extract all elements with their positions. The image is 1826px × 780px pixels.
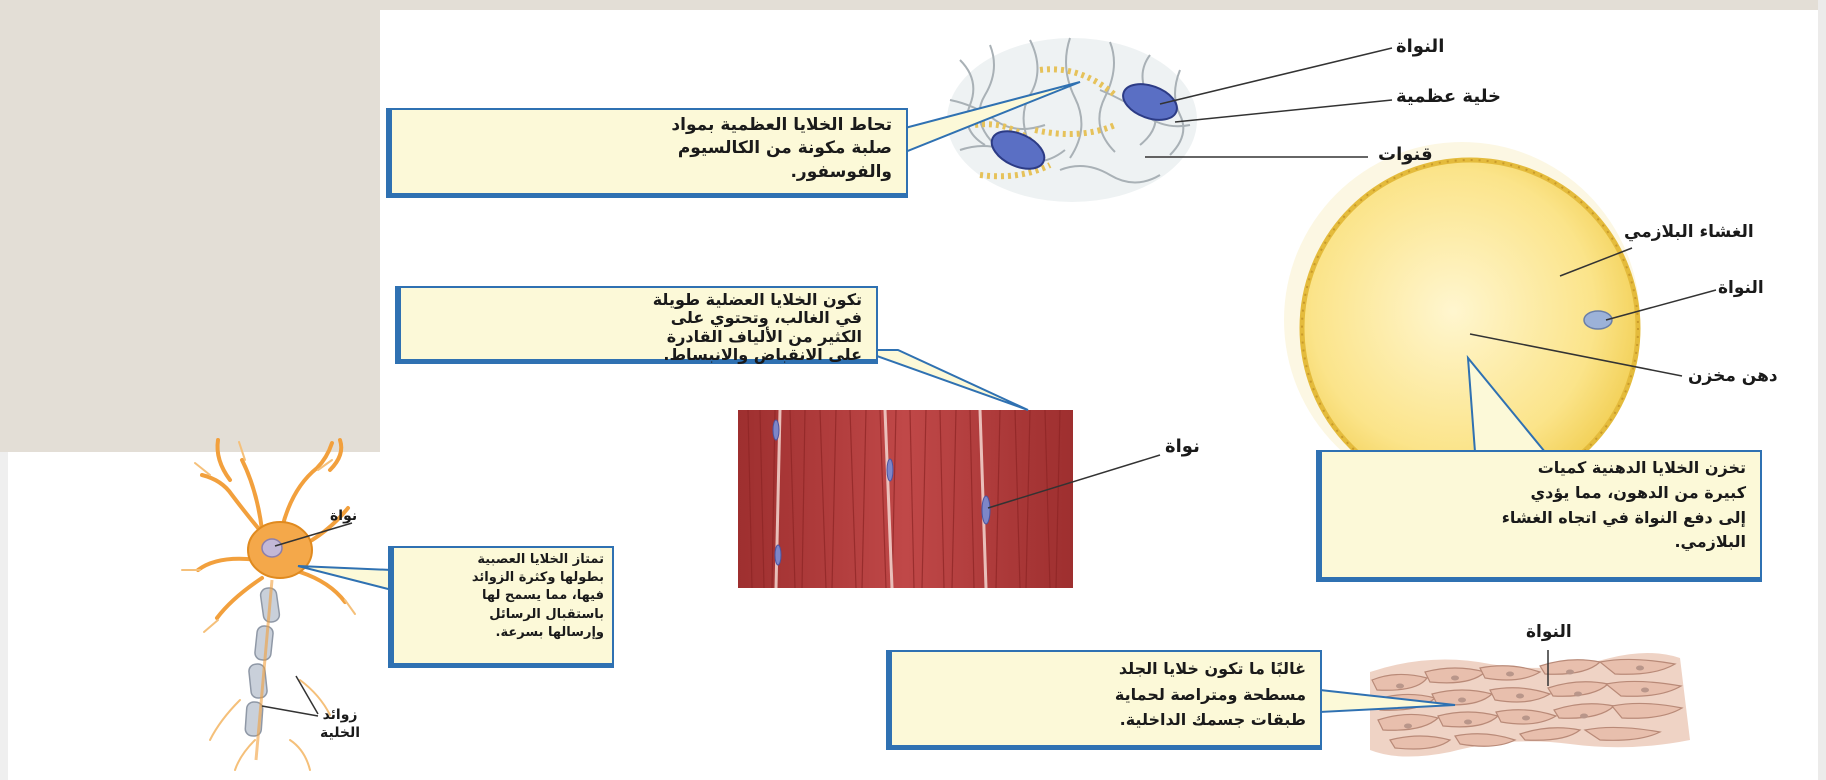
stored-fat-label: دهن مخزن bbox=[1688, 366, 1778, 386]
fat-callout: تخزن الخلايا الدهنية كميات كبيرة من الده… bbox=[1316, 450, 1762, 582]
fat-droplet bbox=[1302, 160, 1638, 496]
nerve-nucleus-label: نواة bbox=[330, 508, 357, 524]
nerve-callout: تمتاز الخلايا العصبية بطولها وكثرة الزوا… bbox=[388, 546, 614, 668]
bone-canals-label: قنوات bbox=[1378, 144, 1433, 165]
bone-callout: تحاط الخلايا العظمية بمواد صلبة مكونة من… bbox=[386, 108, 908, 198]
fat-callout-line: كبيرة من الدهون، مما يؤدي bbox=[1330, 481, 1746, 506]
bone-nucleus-label: النواة bbox=[1396, 36, 1444, 57]
muscle-callout-pointer bbox=[860, 350, 1028, 410]
cell-processes-label-line2: الخلية bbox=[320, 724, 360, 742]
muscle-callout-line: على الانقباض والانبساط. bbox=[409, 346, 862, 364]
muscle-callout: تكون الخلايا العضلية طويلة في الغالب، وت… bbox=[395, 286, 878, 364]
muscle-callout-line: تكون الخلايا العضلية طويلة bbox=[409, 291, 862, 309]
fat-callout-line: إلى دفع النواة في اتجاه الغشاء bbox=[1330, 506, 1746, 531]
nerve-callout-line: تمتاز الخلايا العصبية bbox=[398, 551, 604, 569]
muscle-callout-line: الكثير من الألياف القادرة bbox=[409, 328, 862, 346]
nerve-callout-line: وإرسالها بسرعة. bbox=[398, 624, 604, 642]
bone-cell-label: خلية عظمية bbox=[1396, 86, 1501, 107]
fat-nucleus-label: النواة bbox=[1718, 278, 1764, 298]
muscle-nucleus-label: نواة bbox=[1165, 436, 1200, 457]
axon-myelin bbox=[245, 587, 280, 736]
fat-callout-line: تخزن الخلايا الدهنية كميات bbox=[1330, 456, 1746, 481]
cell-processes-label-line1: زوائد bbox=[320, 706, 360, 724]
skin-nucleus-label: النواة bbox=[1526, 622, 1572, 642]
fat-callout-line: البلازمي. bbox=[1330, 530, 1746, 555]
bone-callout-line: والفوسفور. bbox=[400, 161, 892, 184]
nerve-callout-line: باستقبال الرسائل bbox=[398, 606, 604, 624]
skin-callout-line: مسطحة ومتراصة لحماية bbox=[900, 682, 1306, 708]
plasma-membrane-label: الغشاء البلازمي bbox=[1624, 222, 1754, 242]
fat-cell-illustration bbox=[1284, 142, 1640, 498]
skin-callout-line: طبقات جسمك الداخلية. bbox=[900, 707, 1306, 733]
skin-callout: غالبًا ما تكون خلايا الجلد مسطحة ومتراصة… bbox=[886, 650, 1322, 750]
bone-callout-line: صلبة مكونة من الكالسيوم bbox=[400, 137, 892, 160]
nerve-callout-line: بطولها وكثرة الزوائد bbox=[398, 569, 604, 587]
bone-callout-line: تحاط الخلايا العظمية بمواد bbox=[400, 114, 892, 137]
muscle-callout-line: في الغالب، وتحتوي على bbox=[409, 309, 862, 327]
nerve-callout-line: فيها، مما يسمح لها bbox=[398, 587, 604, 605]
skin-callout-line: غالبًا ما تكون خلايا الجلد bbox=[900, 656, 1306, 682]
nerve-cell-nucleus bbox=[262, 539, 282, 557]
muscle-tissue-illustration bbox=[738, 410, 1073, 588]
cell-processes-label: زوائد الخلية bbox=[320, 706, 360, 742]
